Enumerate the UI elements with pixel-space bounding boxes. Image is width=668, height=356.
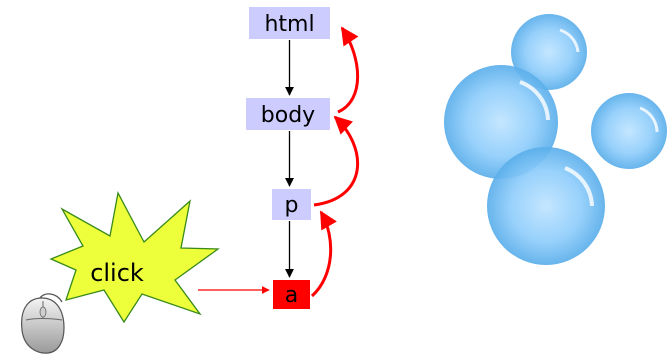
bubble-arrow-p-to-body bbox=[313, 115, 360, 207]
node-a-label: a bbox=[285, 283, 298, 308]
click-label: click bbox=[90, 259, 144, 287]
starburst-icon: click bbox=[49, 191, 220, 324]
mouse-icon bbox=[21, 293, 65, 354]
node-p-label: p bbox=[285, 193, 299, 218]
node-html-label: html bbox=[264, 12, 314, 37]
node-html: html bbox=[249, 7, 330, 39]
bubble-arrow-body-to-html bbox=[337, 26, 360, 114]
node-p: p bbox=[272, 189, 311, 220]
node-body: body bbox=[246, 98, 330, 130]
bubble-arrow-a-to-p bbox=[310, 210, 337, 298]
node-a: a bbox=[273, 280, 310, 309]
node-body-label: body bbox=[261, 103, 315, 128]
bubbles-icon bbox=[444, 14, 667, 265]
